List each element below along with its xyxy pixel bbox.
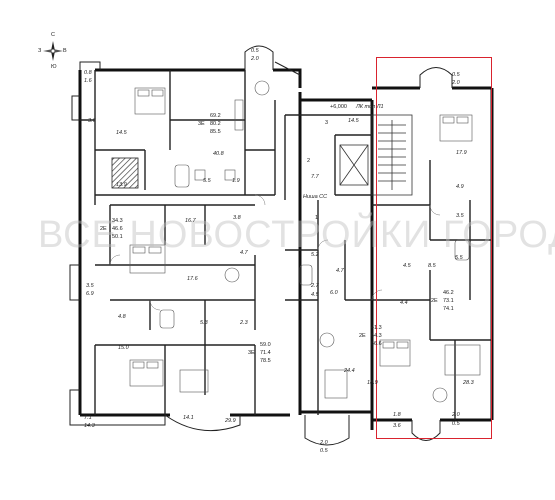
compass-west: З	[38, 48, 42, 54]
area-label: 29.9	[225, 418, 236, 424]
area-label: 4.7	[240, 250, 248, 256]
area-label: 1.8	[393, 412, 401, 418]
apartment-total-area: 71.4	[260, 350, 271, 356]
apartment-type: 2Е	[359, 333, 366, 339]
selected-apartment-frame	[376, 57, 492, 439]
area-label: 4.5	[311, 292, 319, 298]
area-label: 40.8	[213, 151, 224, 157]
compass-south: Ю	[51, 64, 57, 70]
area-label: 14.1	[183, 415, 194, 421]
apartment-type: 3Е	[198, 121, 205, 127]
room-number: 3	[325, 120, 329, 126]
apartment-type: 2Е	[431, 298, 438, 304]
area-label: 17.6	[187, 276, 198, 282]
area-label: 3.5	[456, 213, 464, 219]
room-number: 1	[315, 215, 319, 221]
apartment-area-balcony: 66.6	[371, 341, 382, 347]
area-label: 3.6	[393, 423, 401, 429]
apartment-type: 3Е	[248, 350, 255, 356]
door-swings	[109, 194, 441, 311]
area-label: 0.5	[320, 448, 328, 454]
apartment-area-balcony: 85.5	[210, 129, 221, 135]
compass-east: В	[63, 48, 67, 54]
apartment-area-balcony: 78.5	[260, 358, 271, 364]
area-label: 15.0	[118, 345, 129, 351]
area-label: 4.4	[400, 300, 408, 306]
area-label: 0.8	[84, 70, 92, 76]
area-label: 24.4	[344, 368, 355, 374]
area-label: 7.1	[84, 415, 92, 421]
area-label: 2.0	[320, 440, 328, 446]
area-label: 14.5	[348, 118, 359, 124]
apartment-total-area: 64.3	[371, 333, 382, 339]
area-label: 2.7	[311, 283, 319, 289]
area-label: 5.5	[203, 178, 211, 184]
area-label: 2.0	[251, 56, 259, 62]
area-label: 2.3	[240, 320, 248, 326]
apartment-living-area: 34.3	[112, 218, 123, 224]
apartment-type: 2Е	[100, 226, 107, 232]
apartment-area-balcony: 74.1	[443, 306, 454, 312]
area-label: 4.8	[118, 314, 126, 320]
area-label: 17.9	[456, 150, 467, 156]
room-number: 2	[307, 158, 311, 164]
area-label: 4.7	[336, 268, 344, 274]
apartment-area-balcony: 50.1	[112, 234, 123, 240]
area-label: 7.7	[311, 174, 319, 180]
furniture	[129, 80, 481, 403]
niche-label: Ниша СС	[303, 194, 328, 200]
section-type-label: ЛК тип Л1	[356, 104, 384, 110]
area-label: 13.9	[116, 182, 127, 188]
compass-north: С	[51, 32, 55, 38]
apartment-total-area: 80.2	[210, 121, 221, 127]
area-label: 5.2	[311, 252, 319, 258]
area-label: 14.3	[84, 423, 95, 429]
area-label: 4.5	[403, 263, 411, 269]
area-label: 6.0	[330, 290, 338, 296]
area-label: 14.5	[116, 130, 127, 136]
watermark: ВСЕ НОВОСТРОЙКИ ГОРОДА	[38, 214, 555, 256]
area-label: 0.5	[452, 421, 460, 427]
area-label: 0.5	[251, 48, 259, 54]
area-label: 3.8	[233, 215, 241, 221]
stair-core	[339, 114, 413, 196]
level-mark: +6,000	[330, 104, 347, 110]
area-label: 1.9	[232, 178, 240, 184]
area-label: 3.6	[88, 118, 96, 124]
area-label: 5.3	[200, 320, 208, 326]
area-label: 4.9	[456, 184, 464, 190]
apartment-total-area: 46.6	[112, 226, 123, 232]
area-label: 5.5	[455, 255, 463, 261]
area-label: 16.7	[185, 218, 196, 224]
area-label: 1.6	[84, 78, 92, 84]
area-label: 0.5	[452, 72, 460, 78]
shaft	[111, 157, 139, 189]
area-label: 2.0	[452, 412, 460, 418]
area-label: 2.0	[452, 80, 460, 86]
apartment-living-area: 46.2	[443, 290, 454, 296]
apartment-total-area: 73.1	[443, 298, 454, 304]
apartment-living-area: 69.2	[210, 113, 221, 119]
area-label: 6.9	[86, 291, 94, 297]
area-label: 18.9	[367, 380, 378, 386]
area-label: 3.5	[86, 283, 94, 289]
area-label: 8.5	[428, 263, 436, 269]
balconies	[69, 45, 453, 446]
apartment-living-area: 41.3	[371, 325, 382, 331]
compass-rose-icon: С Ю З В	[38, 32, 67, 72]
area-label: 28.3	[463, 380, 474, 386]
apartment-living-area: 59.0	[260, 342, 271, 348]
